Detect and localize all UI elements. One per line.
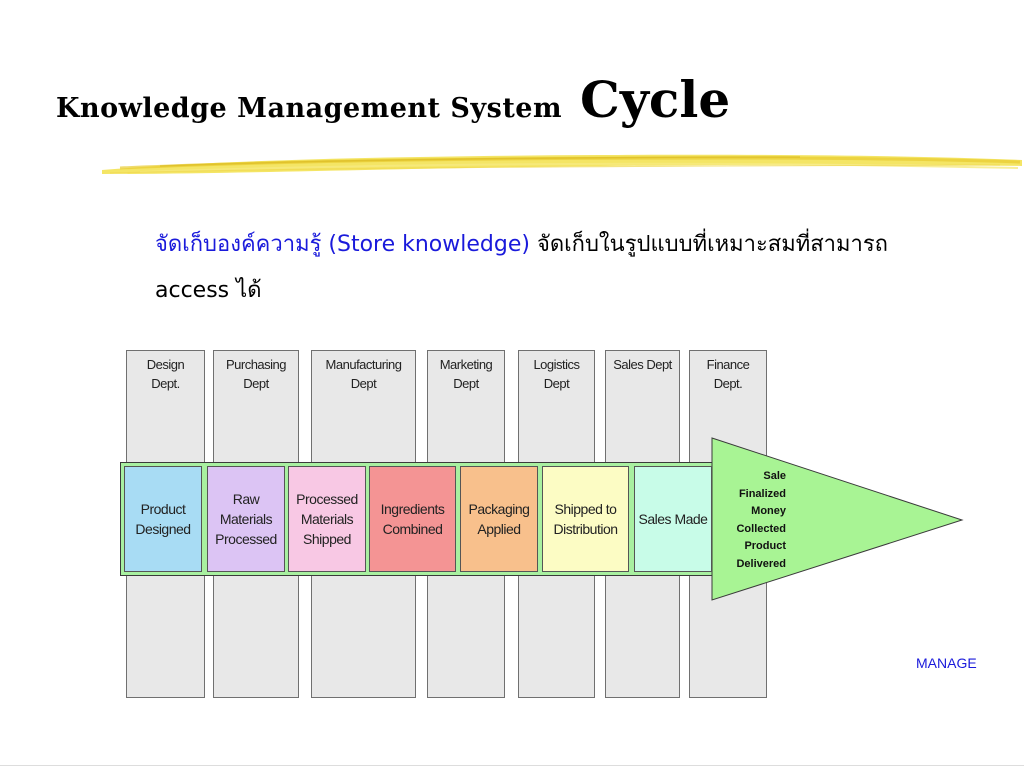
footer-note: MANAGE [916,655,977,671]
body-highlight: จัดเก็บองค์ความรู้ (Store knowledge) [155,232,530,257]
final-arrowhead [711,437,964,601]
body-text: จัดเก็บองค์ความรู้ (Store knowledge) จัด… [155,222,935,314]
footer-divider [0,765,1024,766]
brush-underline [102,154,1022,174]
title-prefix: Knowledge Management System [56,93,563,124]
department-label: Sales Dept [613,357,672,372]
department-column-top: Sales Dept [605,350,680,464]
slide-title: Knowledge Management System Cycle [56,70,730,129]
department-column-bottom [126,574,205,698]
title-emphasis: Cycle [580,70,731,129]
department-column-bottom [518,574,595,698]
process-step: Sales Made [634,466,712,572]
body-rest: จัดเก็บในรูปแบบที่เหมาะสมที่สามารถ acces… [155,232,889,303]
department-column-bottom [427,574,505,698]
department-column-bottom [213,574,299,698]
department-column-bottom [311,574,416,698]
department-column-bottom [605,574,680,698]
